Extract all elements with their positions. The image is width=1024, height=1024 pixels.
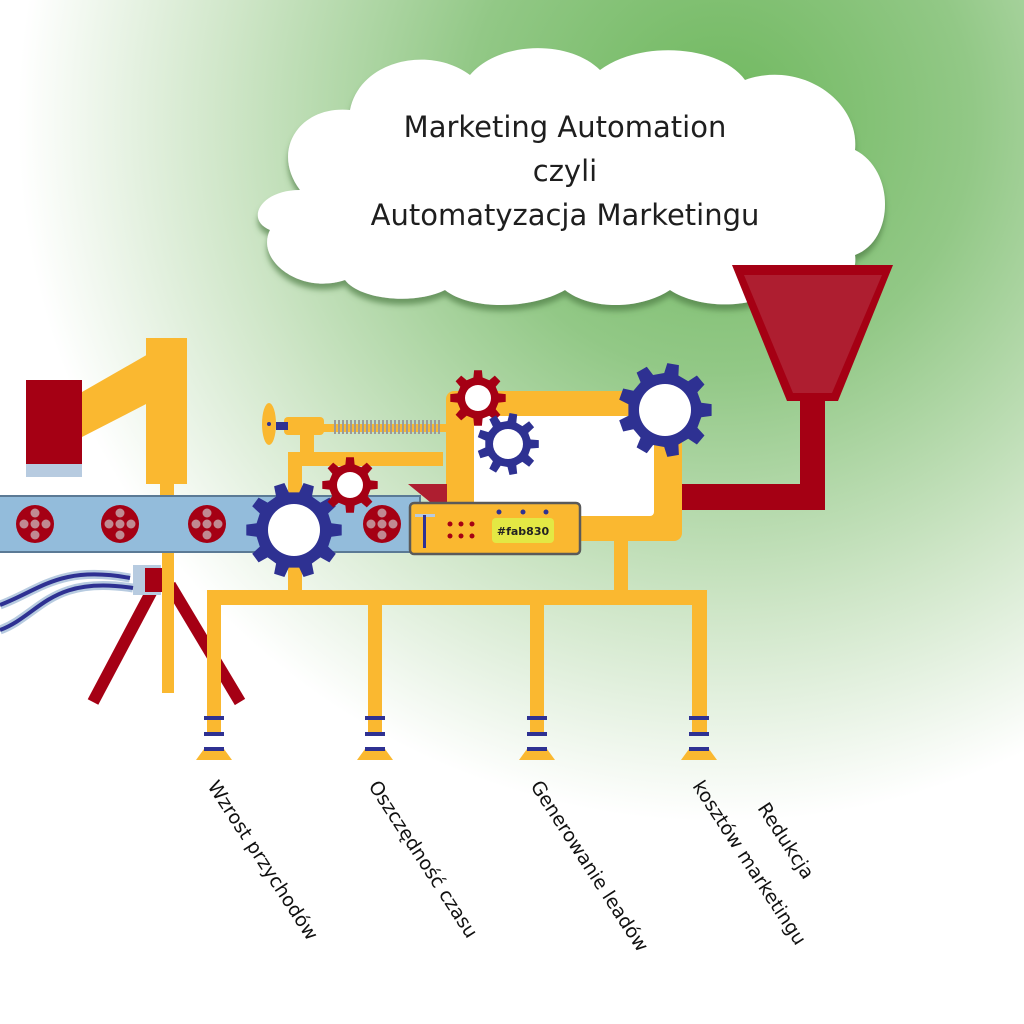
roller-icon — [16, 505, 54, 543]
indicator-light — [447, 521, 453, 527]
indicator-light — [447, 533, 453, 539]
tripod-stand — [87, 553, 246, 706]
indicator-light — [458, 533, 464, 539]
roller-icon — [188, 505, 226, 543]
indicator-light — [458, 521, 464, 527]
support-foot — [681, 716, 717, 760]
gear-icon-monitor-blue — [619, 363, 712, 457]
title-line-2: czyli — [533, 154, 597, 188]
title-line-1: Marketing Automation — [404, 110, 727, 144]
gear-icon-large-blue — [246, 483, 342, 577]
cables — [0, 569, 134, 635]
support-foot — [357, 716, 393, 760]
support-foot — [519, 716, 555, 760]
roller-icon — [101, 505, 139, 543]
control-panel: #fab830 — [408, 501, 582, 556]
hopper-funnel — [680, 265, 893, 510]
indicator-light — [543, 509, 549, 515]
title-line-3: Automatyzacja Marketingu — [371, 198, 760, 232]
gear-icon-small-red — [322, 457, 378, 513]
support-foot — [196, 716, 232, 760]
lever-icon[interactable] — [423, 515, 426, 548]
indicator-light — [520, 509, 526, 515]
panel-display-label: #fab830 — [497, 525, 550, 538]
robot-arm — [26, 338, 187, 496]
gear-icon-top-red — [450, 370, 506, 426]
indicator-light — [469, 521, 475, 527]
gear-icon-mid-blue — [477, 413, 539, 475]
chute — [408, 484, 447, 502]
indicator-light — [469, 533, 475, 539]
indicator-light — [496, 509, 502, 515]
title-cloud — [257, 48, 885, 306]
roller-icon — [363, 505, 401, 543]
screw-press — [262, 403, 446, 445]
panel-display — [492, 518, 554, 543]
